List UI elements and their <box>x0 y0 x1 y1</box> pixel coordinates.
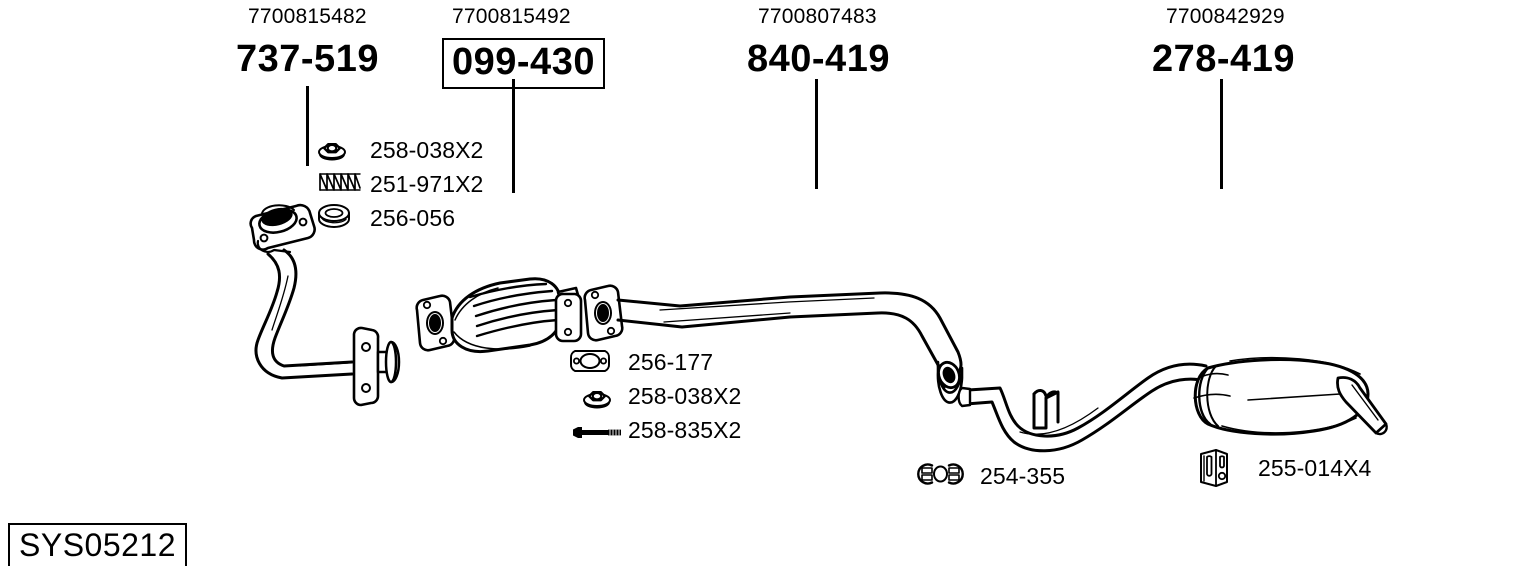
system-code-text: SYS05212 <box>19 527 177 563</box>
centre-pipe-drawing <box>583 284 964 404</box>
leader-line-rear-silencer <box>1220 79 1223 189</box>
system-code-border: SYS05212 <box>8 523 188 566</box>
coil-spring-icon <box>316 170 364 194</box>
rear-silencer-drawing <box>957 356 1388 453</box>
sealing-ring-icon <box>316 203 352 231</box>
part-label: 258-038X2 <box>370 137 484 163</box>
oem-number-rear-silencer: 7700842929 <box>1166 5 1285 28</box>
catalytic-converter-drawing <box>415 277 583 354</box>
system-code-box: SYS05212 <box>8 523 188 566</box>
oem-number-front-pipe: 7700815482 <box>248 5 367 28</box>
part-label: 256-177 <box>628 349 714 375</box>
part-label: 258-038X2 <box>628 383 742 409</box>
part-label: 256-056 <box>370 205 456 231</box>
rubber-hanger-icon <box>1196 448 1230 488</box>
oem-number-centre-pipe: 7700807483 <box>758 5 877 28</box>
leader-line-centre-pipe <box>815 79 818 189</box>
leader-line-catalytic-converter <box>512 79 515 193</box>
ref-number-catalytic-converter: 099-430 <box>442 38 605 89</box>
ref-number-catalytic-converter-box: 099-430 <box>442 38 605 89</box>
ref-number-centre-pipe: 840-419 <box>747 38 890 80</box>
part-label: 255-014X4 <box>1258 455 1372 481</box>
flange-gasket-icon <box>566 345 614 377</box>
leader-line-front-pipe <box>306 86 309 166</box>
oem-number-catalytic-converter: 7700815492 <box>452 5 571 28</box>
part-label: 258-835X2 <box>628 417 742 443</box>
part-label: 251-971X2 <box>370 171 484 197</box>
ref-number-rear-silencer: 278-419 <box>1152 38 1295 80</box>
bolt-icon <box>571 425 623 441</box>
pipe-clamp-icon <box>917 460 964 488</box>
flange-nut-icon <box>581 382 613 412</box>
part-label: 254-355 <box>980 463 1066 489</box>
ref-number-front-pipe: 737-519 <box>236 38 379 80</box>
front-pipe-drawing <box>249 203 401 407</box>
flange-nut-icon <box>316 134 348 164</box>
